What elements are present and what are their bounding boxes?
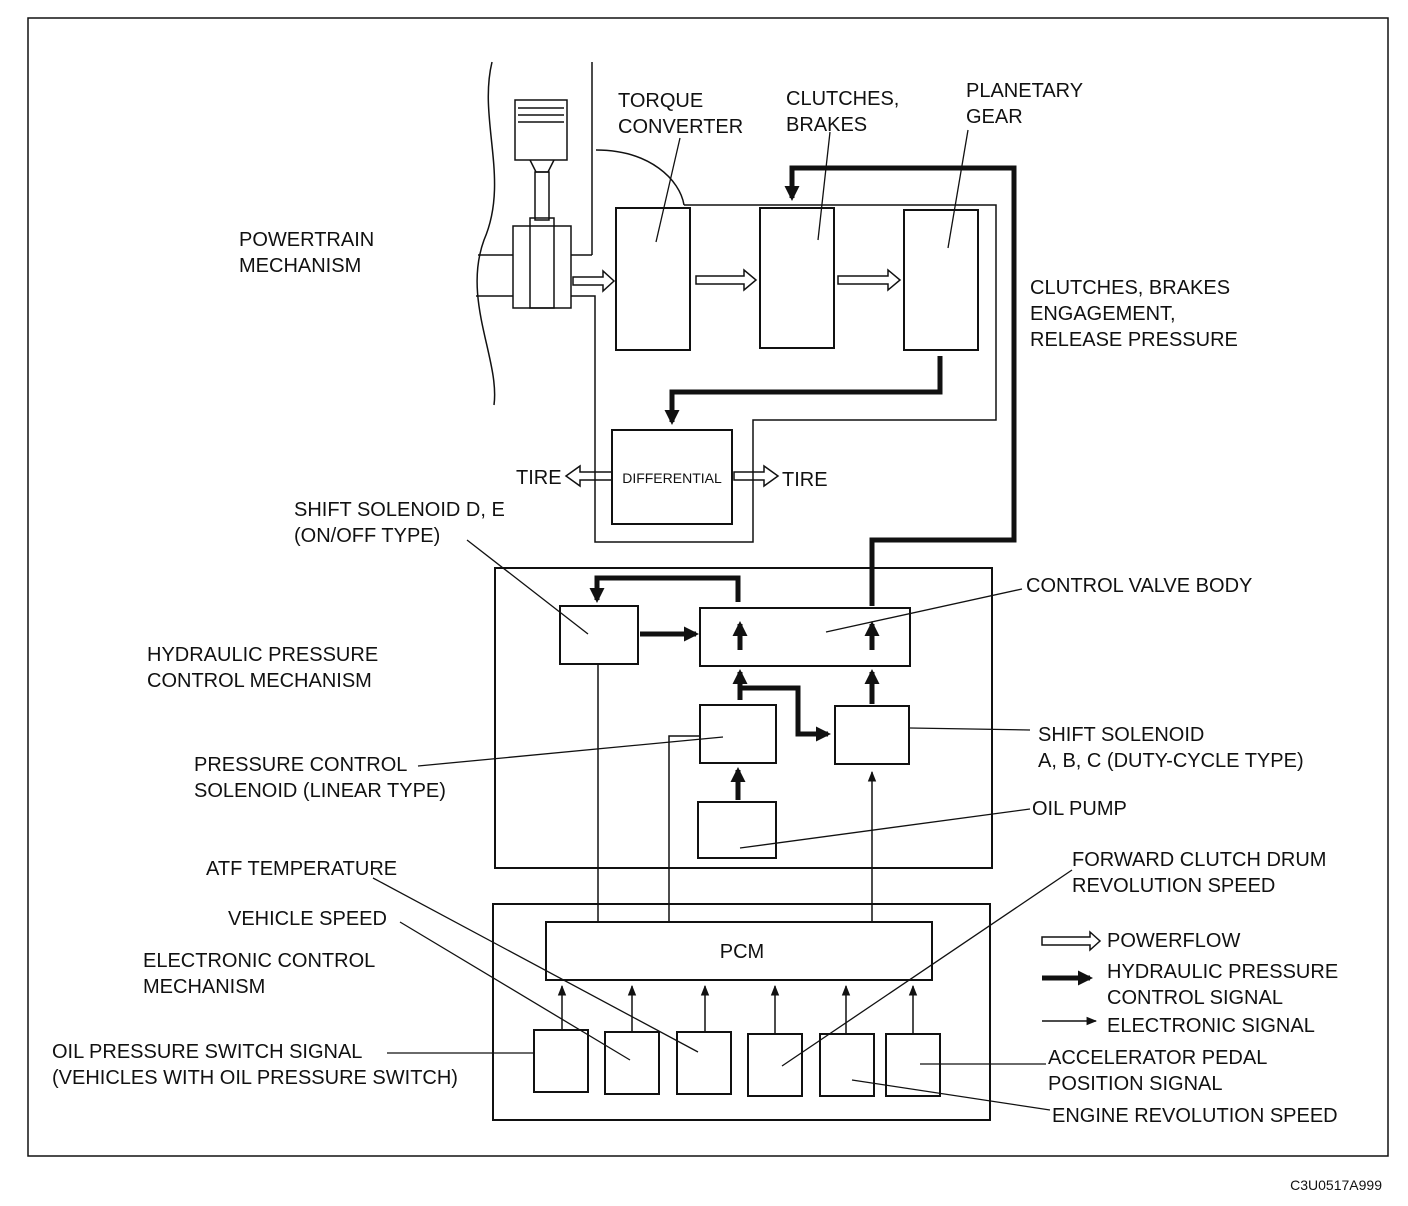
powerflow-arrow-tire-left bbox=[564, 464, 613, 488]
engagement-label-line2: ENGAGEMENT, bbox=[1030, 303, 1176, 325]
torque-converter-label-line2: CONVERTER bbox=[618, 116, 743, 138]
svg-text:CLUTCHES,BRAKES: CLUTCHES, BRAKES bbox=[786, 88, 899, 136]
sensor-box-engine-revolution bbox=[819, 1033, 875, 1097]
sensor-box-oil-pressure-switch bbox=[533, 1029, 589, 1093]
accelerator-pedal-label-line1: ACCELERATOR PEDAL bbox=[1048, 1047, 1267, 1069]
shift-solenoid-abc-label-line1: SHIFT SOLENOID bbox=[1038, 724, 1204, 746]
shift-solenoid-de-label-line2: (ON/OFF TYPE) bbox=[294, 525, 440, 547]
pressure-control-solenoid-label-line2: SOLENOID (LINEAR TYPE) bbox=[194, 780, 446, 802]
sensor-box-vehicle-speed bbox=[604, 1031, 660, 1095]
shift-solenoid-de-label-line1: SHIFT SOLENOID D, E bbox=[294, 499, 505, 521]
engine-sketch bbox=[476, 61, 997, 543]
hydraulic-mechanism-frame bbox=[494, 567, 993, 869]
oil-pump-label: OIL PUMP bbox=[1032, 798, 1127, 820]
electronic-lines-sensors-to-pcm bbox=[557, 984, 918, 1034]
electronic-lines-to-solenoids bbox=[597, 664, 877, 922]
clutches-brakes-label-line1: CLUTCHES, bbox=[786, 88, 899, 110]
engagement-label-line1: CLUTCHES, BRAKES bbox=[1030, 277, 1230, 299]
shift-solenoid-de-box bbox=[559, 605, 639, 665]
pcm-box bbox=[545, 921, 933, 981]
leader-lines bbox=[372, 129, 1073, 1111]
sensor-box-forward-clutch bbox=[747, 1033, 803, 1097]
powertrain-label-line2: MECHANISM bbox=[239, 255, 361, 277]
shift-solenoid-abc-label-line2: A, B, C (DUTY-CYCLE TYPE) bbox=[1038, 750, 1304, 772]
legend-electronic-label: ELECTRONIC SIGNAL bbox=[1107, 1015, 1315, 1037]
shift-solenoid-abc-box bbox=[834, 705, 910, 765]
figure-code: C3U0517A999 bbox=[1290, 1177, 1382, 1193]
planetary-gear-box bbox=[903, 209, 979, 351]
legend: POWERFLOW HYDRAULIC PRESSURE CONTROL SIGN… bbox=[1041, 930, 1338, 1037]
planetary-gear-label-line2: GEAR bbox=[966, 106, 1023, 128]
powertrain-label-line1: POWERTRAIN bbox=[239, 229, 374, 251]
forward-clutch-label-line2: REVOLUTION SPEED bbox=[1072, 875, 1275, 897]
hydraulic-label-line1: HYDRAULIC PRESSURE bbox=[147, 644, 378, 666]
control-valve-body-box bbox=[699, 607, 911, 667]
torque-converter-label-line1: TORQUE bbox=[618, 90, 703, 112]
oil-pressure-switch-label-line1: OIL PRESSURE SWITCH SIGNAL bbox=[52, 1041, 362, 1063]
powerflow-arrow-engine-converter bbox=[572, 269, 616, 293]
hydraulic-pcs-to-shift-solenoid-abc bbox=[740, 685, 831, 742]
hydraulic-lines bbox=[589, 165, 1017, 800]
pressure-control-solenoid-label-line1: PRESSURE CONTROL bbox=[194, 754, 407, 776]
electronic-mechanism-frame bbox=[492, 903, 991, 1121]
sensor-boxes bbox=[533, 1029, 941, 1097]
forward-clutch-label-line1: FORWARD CLUTCH DRUM bbox=[1072, 849, 1326, 871]
tire-left-label: TIRE bbox=[516, 467, 562, 489]
powerflow-arrows bbox=[564, 268, 902, 488]
svg-text:OIL PRESSURE SWITCH SIGNAL(VEH: OIL PRESSURE SWITCH SIGNAL (VEHICLES WITH… bbox=[52, 1041, 458, 1089]
hydraulic-gear-to-differential bbox=[664, 356, 943, 425]
powerflow-arrow-tire-right bbox=[733, 464, 780, 488]
powerflow-arrow-converter-clutches bbox=[695, 268, 758, 292]
svg-text:SHIFT SOLENOID D, E(ON/OFF TYP: SHIFT SOLENOID D, E (ON/OFF TYPE) bbox=[294, 499, 505, 547]
atf-temperature-label: ATF TEMPERATURE bbox=[206, 858, 397, 880]
accelerator-pedal-label-line2: POSITION SIGNAL bbox=[1048, 1073, 1222, 1095]
legend-hydraulic-label-line2: CONTROL SIGNAL bbox=[1107, 987, 1283, 1009]
differential-box bbox=[611, 429, 733, 525]
electronic-label-line1: ELECTRONIC CONTROL bbox=[143, 950, 375, 972]
hydraulic-cvb-to-solenoid-de bbox=[589, 575, 741, 603]
oil-pressure-switch-label-line2: (VEHICLES WITH OIL PRESSURE SWITCH) bbox=[52, 1067, 458, 1089]
planetary-gear-label-line1: PLANETARY bbox=[966, 80, 1083, 102]
tire-right-label: TIRE bbox=[782, 469, 828, 491]
torque-converter-box bbox=[615, 207, 691, 351]
hydraulic-label-line2: CONTROL MECHANISM bbox=[147, 670, 372, 692]
clutches-brakes-label-line2: BRAKES bbox=[786, 114, 867, 136]
electronic-label-line2: MECHANISM bbox=[143, 976, 265, 998]
engagement-label-line3: RELEASE PRESSURE bbox=[1030, 329, 1238, 351]
legend-powerflow-label: POWERFLOW bbox=[1107, 930, 1240, 952]
pressure-control-solenoid-box bbox=[699, 704, 777, 764]
legend-powerflow-symbol bbox=[1041, 930, 1102, 952]
engine-revolution-label: ENGINE REVOLUTION SPEED bbox=[1052, 1105, 1338, 1127]
legend-hydraulic-label-line1: HYDRAULIC PRESSURE bbox=[1107, 961, 1338, 983]
differential-label: DIFFERENTIAL bbox=[622, 470, 722, 486]
sensor-box-accelerator-pedal bbox=[885, 1033, 941, 1097]
powerflow-arrow-clutches-gear bbox=[837, 268, 902, 292]
pcm-label: PCM bbox=[720, 941, 764, 963]
hydraulic-engagement-pressure-line bbox=[784, 165, 1017, 606]
control-valve-body-label: CONTROL VALVE BODY bbox=[1026, 575, 1252, 597]
vehicle-speed-label: VEHICLE SPEED bbox=[228, 908, 387, 930]
outer-frame bbox=[27, 17, 1389, 1157]
clutches-brakes-box bbox=[759, 207, 835, 349]
oil-pump-box bbox=[697, 801, 777, 859]
sensor-box-atf-temperature bbox=[676, 1031, 732, 1095]
